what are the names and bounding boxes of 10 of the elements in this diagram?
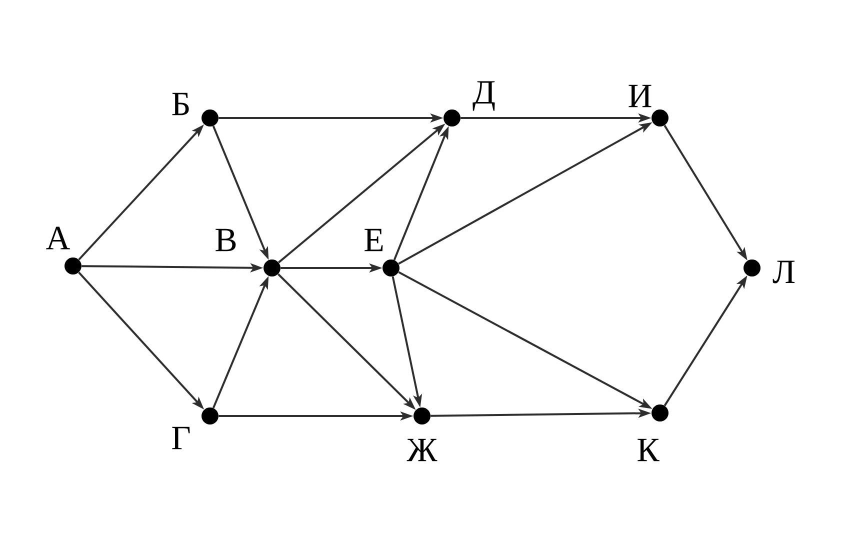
vertex-label: Ж bbox=[406, 438, 438, 462]
vertex-label: Б bbox=[172, 92, 189, 116]
vertex-label: Д bbox=[472, 81, 495, 111]
vertex-label: К bbox=[638, 438, 660, 462]
vertex-label: А bbox=[46, 226, 70, 250]
vertex-label: И bbox=[628, 84, 652, 108]
vertex-label: Г bbox=[172, 426, 190, 450]
vertex-label: Л bbox=[772, 260, 795, 284]
vertex-label: В bbox=[216, 228, 236, 252]
vertex-label: Е bbox=[364, 228, 383, 252]
